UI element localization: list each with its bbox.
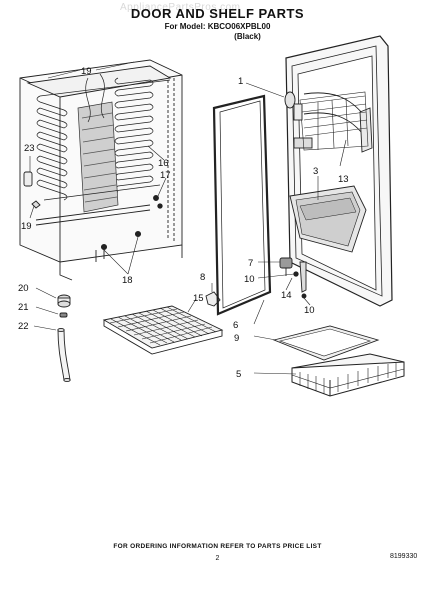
callout-20: 20: [18, 283, 29, 294]
callout-14: 14: [281, 290, 292, 301]
callout-7: 7: [248, 258, 253, 269]
callout-6: 6: [233, 320, 238, 331]
callout-21: 21: [18, 302, 29, 313]
wire-shelf: [102, 305, 224, 355]
part-23-bracket: [23, 171, 33, 187]
door-gasket: [212, 94, 272, 316]
control-parts: [279, 257, 307, 299]
callout-3: 3: [313, 166, 318, 177]
callout-9: 9: [234, 333, 239, 344]
callout-13: 13: [338, 174, 349, 185]
watermark: AppliancePartsPros.com: [120, 2, 241, 13]
callout-15: 15: [193, 293, 204, 304]
leader-lines: [29, 61, 347, 375]
title-block: DOOR AND SHELF PARTS For Model: KBCO06XP…: [0, 6, 435, 41]
callout-5: 5: [236, 369, 241, 380]
callout-labels: 19 1 23 16 3 13 17 19 18 7 8 10 20 15 14…: [18, 66, 349, 380]
evaporator-coil: [36, 73, 171, 213]
callout-8: 8: [200, 272, 205, 283]
ordering-note: FOR ORDERING INFORMATION REFER TO PARTS …: [113, 543, 322, 550]
callout-10-right: 10: [304, 305, 315, 316]
callout-17: 17: [160, 170, 171, 181]
model-line: For Model: KBCO06XPBL00: [164, 22, 271, 31]
page-title: DOOR AND SHELF PARTS: [130, 6, 305, 21]
screws: [100, 195, 163, 251]
callout-10-left: 10: [244, 274, 255, 285]
page-number: 2: [215, 555, 220, 562]
part-19-clip: [31, 200, 41, 209]
bottom-shelf: [272, 325, 380, 361]
finish-label: (Black): [234, 32, 261, 41]
callout-22: 22: [18, 321, 29, 332]
crisper-bin: [291, 353, 405, 397]
callout-18: 18: [122, 275, 133, 286]
callout-1: 1: [238, 76, 243, 87]
callout-19-left: 19: [21, 221, 32, 232]
callout-23: 23: [24, 143, 35, 154]
callout-19-top: 19: [81, 66, 92, 77]
drain-parts: [57, 294, 71, 383]
door-assembly: [284, 35, 393, 307]
callout-16: 16: [158, 158, 169, 169]
document-number: 8199330: [390, 553, 418, 560]
